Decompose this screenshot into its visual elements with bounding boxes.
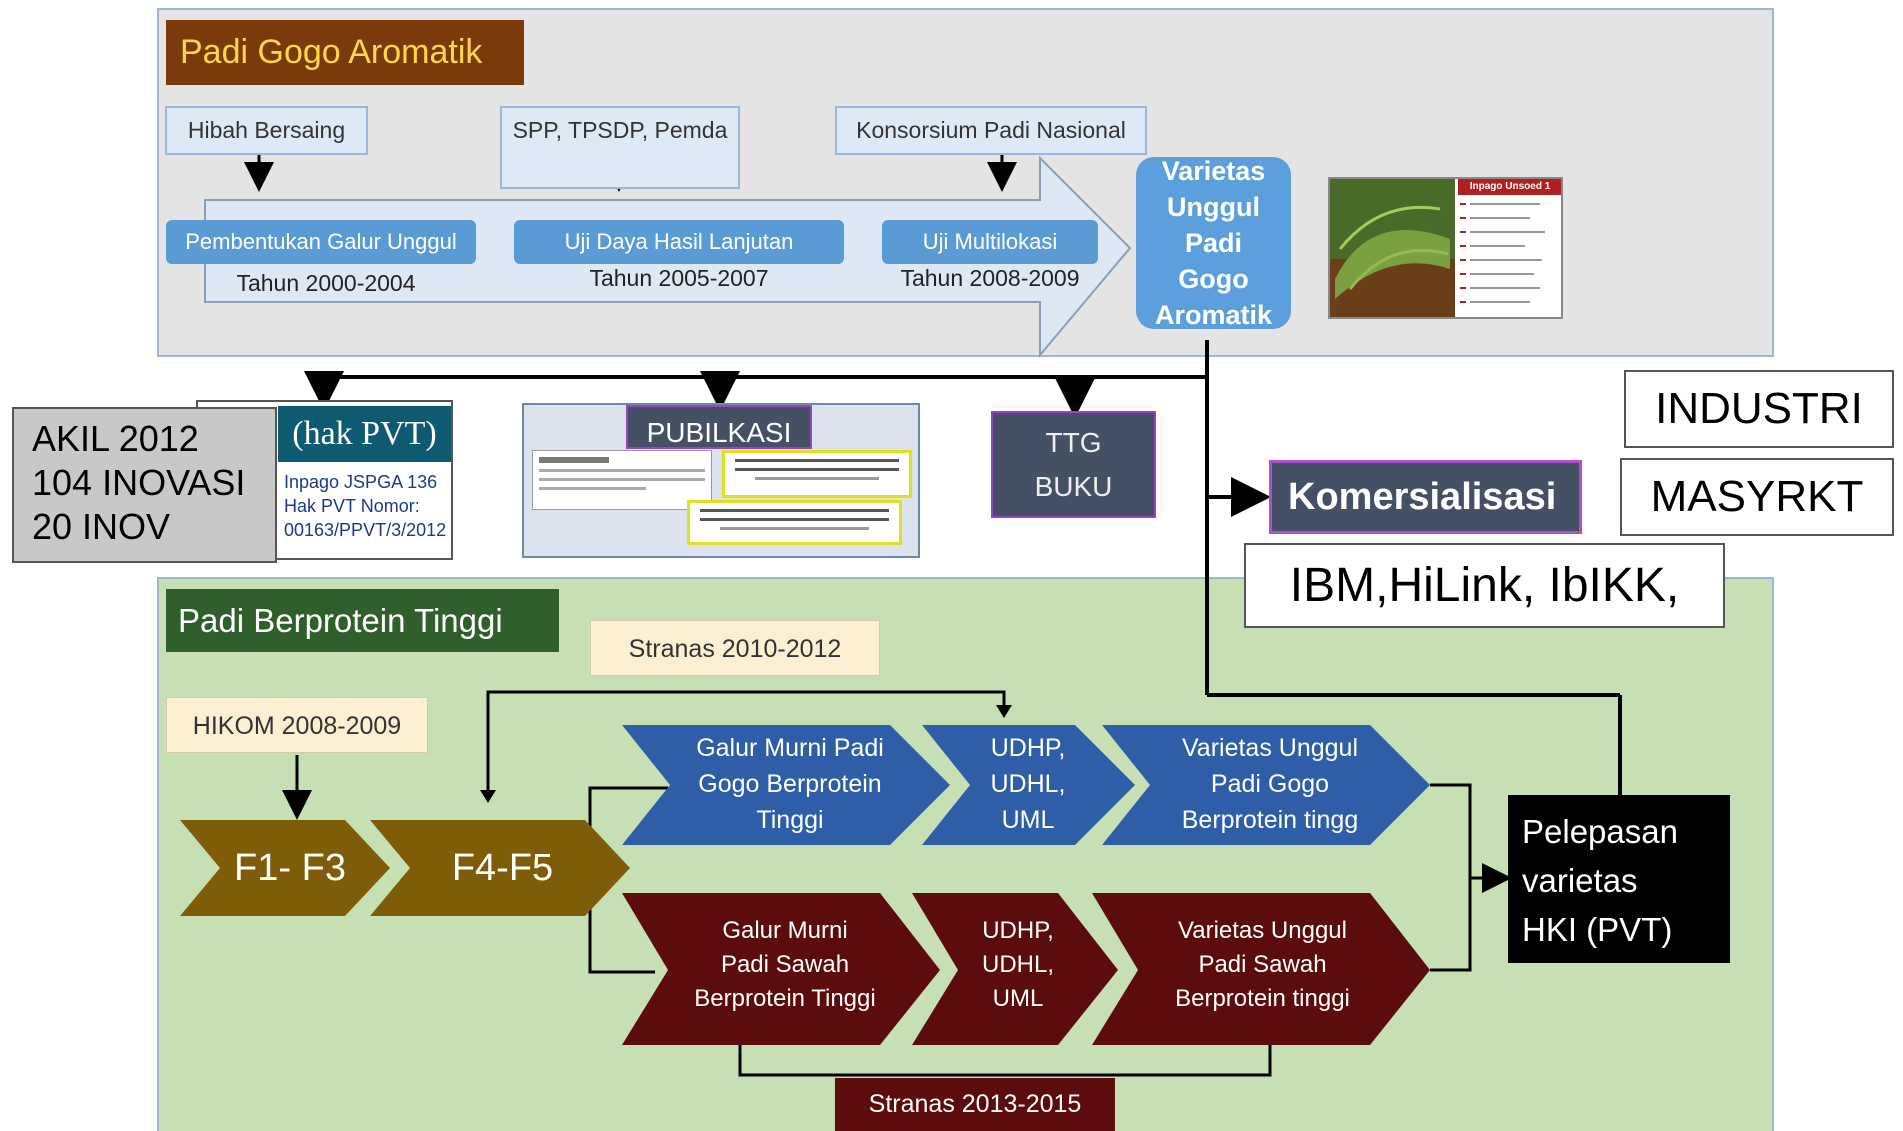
red-1-line-1: Galur Murni: [722, 917, 848, 944]
galur-murni-sawah-label: Galur Murni Padi Sawah Berprotein Tinggi: [670, 914, 900, 1016]
stage-years-3: Tahun 2008-2009: [900, 265, 1080, 291]
blue-1-line-1: Galur Murni Padi: [696, 734, 884, 762]
akil-line-1: AKIL 2012: [32, 418, 199, 459]
stranas-2010-2012: Stranas 2010-2012: [590, 620, 880, 676]
stranas-2013-2015: Stranas 2013-2015: [835, 1078, 1115, 1131]
publication-thumb-2: [722, 450, 912, 498]
akil-line-3: 20 INOV: [32, 506, 171, 547]
chevron-udhp-gogo: [922, 725, 1135, 845]
red-3-line-2: Padi Sawah: [1198, 951, 1327, 978]
publikasi-label: PUBILKASI: [626, 405, 812, 449]
chevron-varietas-sawah: [1092, 893, 1430, 1045]
pvt-line-2: Hak PVT Nomor:: [284, 496, 420, 516]
pelepasan-line-3: HKI (PVT): [1522, 911, 1673, 948]
publication-card: PUBILKASI: [522, 403, 920, 558]
result-line-3: Gogo: [1178, 264, 1249, 294]
stage-years-1: Tahun 2000-2004: [236, 270, 416, 296]
blue-1-line-3: Tinggi: [756, 806, 824, 834]
red-3-line-1: Varietas Unggul: [1178, 917, 1347, 944]
source-hibah-bersaing: Hibah Bersaing: [165, 106, 368, 155]
pvt-header: (hak PVT): [278, 406, 451, 462]
blue-2-line-1: UDHP,: [990, 734, 1066, 762]
publication-thumb-3: [687, 500, 902, 545]
photo-caption: Inpago Unsoed 1: [1469, 181, 1551, 192]
blue-2-line-2: UDHL,: [990, 770, 1066, 798]
pvt-line-3: 00163/PPVT/3/2012: [284, 520, 447, 540]
stage-uji-multilokasi: Uji Multilokasi: [882, 220, 1098, 264]
varietas-sawah-label: Varietas Unggul Padi Sawah Berprotein ti…: [1140, 914, 1385, 1016]
stage-years-2: Tahun 2005-2007: [589, 265, 769, 291]
chevron-galur-murni-sawah: [622, 893, 940, 1045]
result-line-4: Aromatik: [1154, 300, 1273, 330]
chevron-galur-murni-gogo: [622, 725, 950, 845]
f4-f5-label: F4-F5: [451, 847, 554, 889]
red-2-line-1: UDHP,: [982, 917, 1054, 944]
red-1-line-2: Padi Sawah: [720, 951, 850, 978]
aromatic-rice-title: Padi Gogo Aromatik: [166, 20, 524, 85]
pelepasan-varietas-box: Pelepasan varietas HKI (PVT): [1508, 795, 1730, 963]
galur-murni-gogo-label: Galur Murni Padi Gogo Berprotein Tinggi: [670, 730, 910, 838]
ibm-hilink-label: IBM,HiLink, IbIKK,: [1244, 543, 1725, 628]
pelepasan-line-1: Pelepasan: [1522, 813, 1678, 850]
pvt-details: Inpago JSPGA 136 Hak PVT Nomor: 00163/PP…: [284, 470, 454, 542]
result-line-2: Unggul Padi: [1167, 192, 1260, 258]
blue-2-line-3: UML: [1001, 806, 1055, 834]
chevron-varietas-gogo: [1102, 725, 1430, 845]
akil-line-2: 104 INOVASI: [32, 462, 246, 503]
pelepasan-line-2: varietas: [1522, 862, 1638, 899]
masyarakat-label: MASYRKT: [1620, 458, 1894, 536]
blue-3-line-1: Varietas Unggul: [1181, 734, 1359, 762]
varietas-gogo-label: Varietas Unggul Padi Gogo Berprotein tin…: [1150, 730, 1390, 838]
red-1-line-3: Berprotein Tinggi: [694, 985, 876, 1012]
stage-pembentukan-galur: Pembentukan Galur Unggul: [166, 220, 476, 264]
chevron-f4-f5: [370, 820, 630, 916]
high-protein-title: Padi Berprotein Tinggi: [166, 589, 559, 652]
red-2-line-3: UML: [992, 985, 1044, 1012]
publication-thumb-1: [532, 450, 712, 510]
chevron-f1-f3: [180, 820, 390, 916]
result-line-1: Varietas: [1161, 156, 1266, 186]
udhp-gogo-label: UDHP, UDHL, UML: [968, 730, 1088, 838]
komersialisasi-box: Komersialisasi: [1269, 460, 1582, 534]
blue-3-line-3: Berprotein tingg: [1181, 806, 1359, 834]
rice-plant-image: [1330, 179, 1561, 317]
ttg-buku-box: TTG BUKU: [991, 411, 1156, 518]
blue-1-line-2: Gogo Berprotein: [698, 770, 882, 798]
red-2-line-2: UDHL,: [981, 951, 1054, 978]
f1-f3-label: F1- F3: [234, 847, 346, 889]
stage-uji-daya-hasil: Uji Daya Hasil Lanjutan: [514, 220, 844, 264]
ttg-line-1: TTG: [1045, 426, 1102, 458]
pvt-line-1: Inpago JSPGA 136: [284, 472, 438, 492]
rice-variety-photo-card: Inpago Unsoed 1: [1328, 177, 1563, 319]
blue-3-line-2: Padi Gogo: [1210, 770, 1330, 798]
akil-info-box: AKIL 2012 104 INOVASI 20 INOV: [12, 407, 277, 563]
chevron-udhp-sawah: [912, 893, 1118, 1045]
ttg-line-2: BUKU: [1034, 470, 1113, 502]
source-konsorsium: Konsorsium Padi Nasional: [835, 106, 1147, 155]
udhp-sawah-label: UDHP, UDHL, UML: [958, 914, 1078, 1016]
hikom-2008-2009: HIKOM 2008-2009: [166, 697, 428, 753]
result-varietas-unggul: Varietas Unggul Padi Gogo Aromatik: [1136, 156, 1291, 330]
source-spp-tpsdp-pemda: SPP, TPSDP, Pemda: [500, 106, 740, 189]
red-3-line-3: Berprotein tinggi: [1175, 985, 1350, 1012]
industri-label: INDUSTRI: [1624, 370, 1894, 448]
